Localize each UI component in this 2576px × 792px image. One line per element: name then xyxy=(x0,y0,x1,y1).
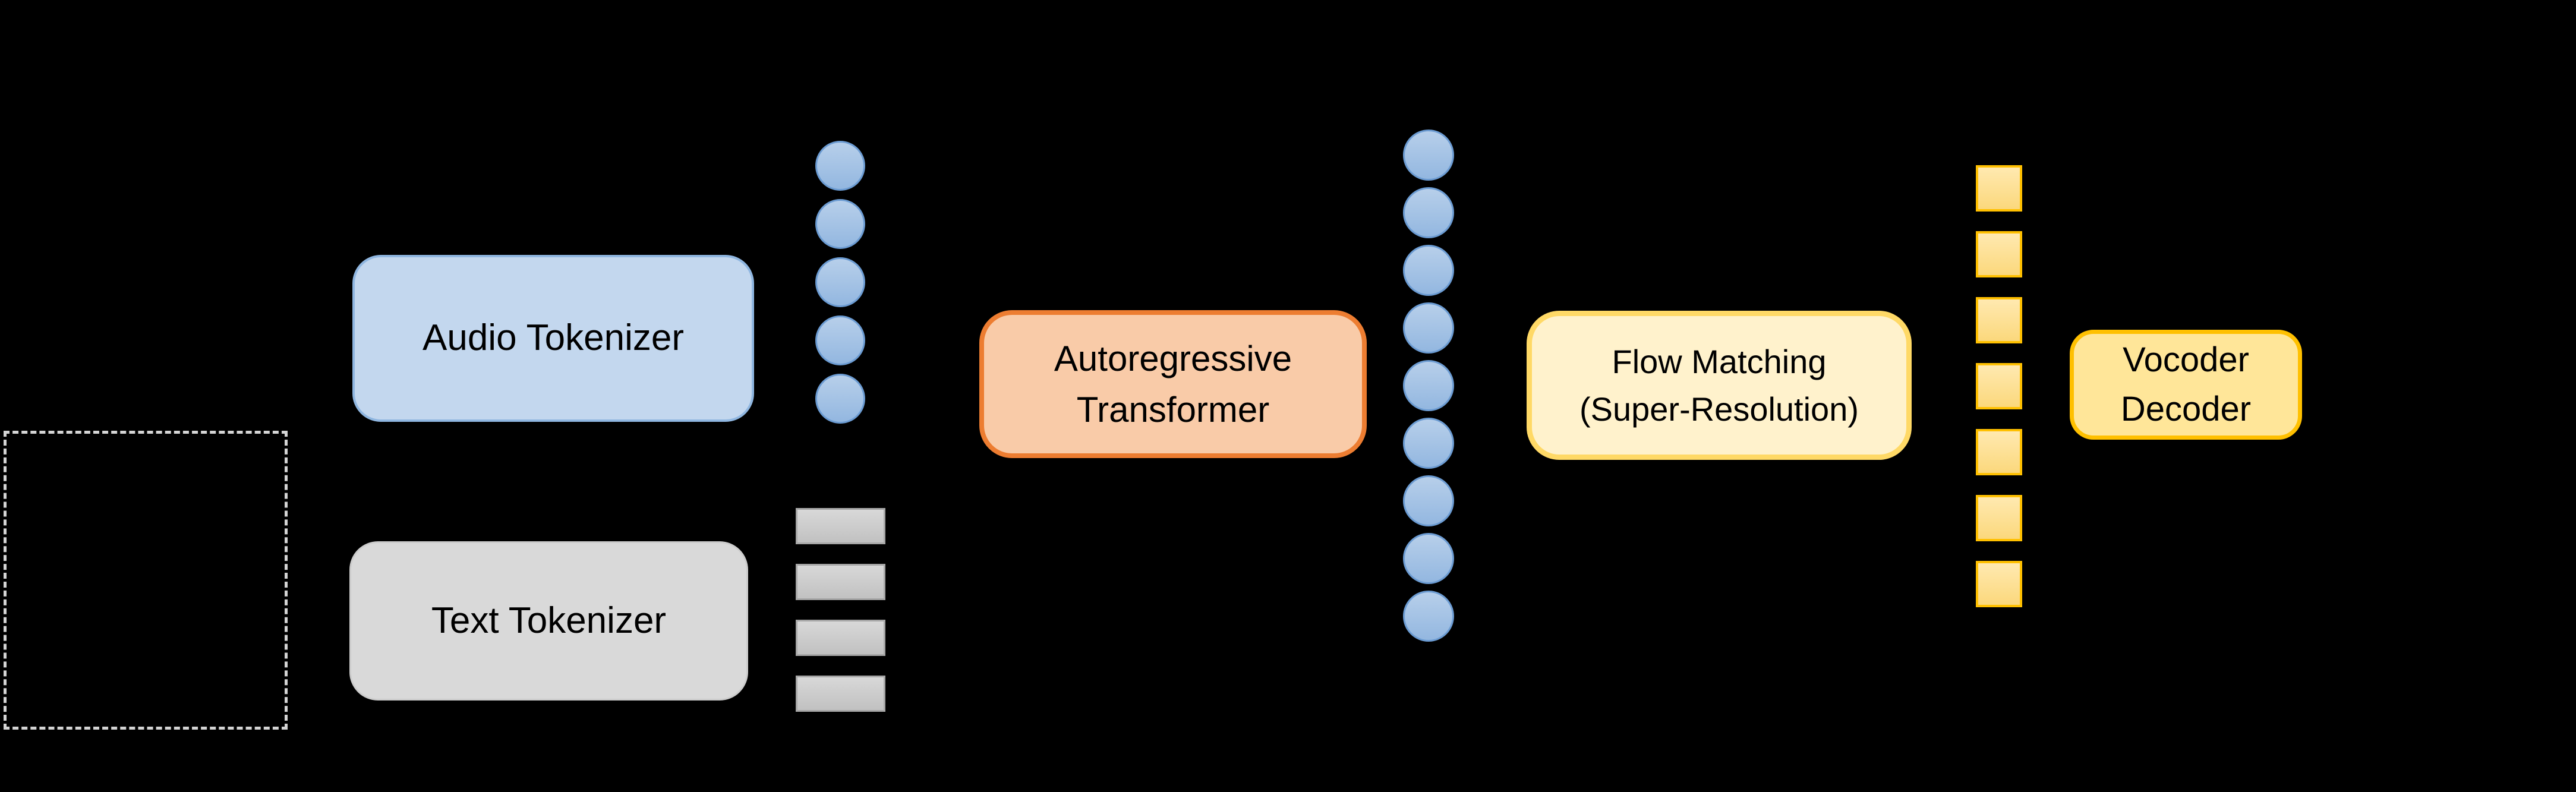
feature-tokens-item xyxy=(1976,495,2022,541)
vocoder-decoder-label-line2: Decoder xyxy=(2120,389,2252,428)
text-tokens-item xyxy=(796,620,885,656)
feature-tokens-item xyxy=(1976,231,2022,277)
generated-tokens-item xyxy=(1403,187,1454,238)
feature-tokens-item xyxy=(1976,297,2022,343)
flow-matching-node: Flow Matching (Super-Resolution) xyxy=(1527,311,1912,460)
autoregressive-transformer-label-line2: Transformer xyxy=(1076,389,1270,430)
generated-tokens-item xyxy=(1403,533,1454,584)
generated-tokens-item xyxy=(1403,245,1454,296)
text-tokenizer-node: Text Tokenizer xyxy=(349,541,748,701)
generated-tokens-item xyxy=(1403,591,1454,642)
audio-tokens-item xyxy=(815,315,865,365)
feature-tokens-item xyxy=(1976,363,2022,409)
audio-tokenizer-label: Audio Tokenizer xyxy=(422,317,685,359)
text-tokens-item xyxy=(796,676,885,712)
flow-matching-label-line2: (Super-Resolution) xyxy=(1579,390,1859,428)
feature-token-column xyxy=(1976,165,2022,607)
vocoder-decoder-node: Vocoder Decoder xyxy=(2070,330,2302,440)
generated-tokens-item xyxy=(1403,418,1454,469)
feature-tokens-item xyxy=(1976,165,2022,212)
audio-token-column xyxy=(815,141,865,424)
generated-tokens-item xyxy=(1403,360,1454,411)
generated-tokens-item xyxy=(1403,475,1454,526)
text-tokens-item xyxy=(796,508,885,544)
audio-tokens-item xyxy=(815,374,865,424)
audio-tokens-item xyxy=(815,199,865,249)
generated-audio-token-column xyxy=(1403,130,1454,642)
reference-input-dashed-box xyxy=(4,431,288,730)
audio-tokenizer-node: Audio Tokenizer xyxy=(352,255,754,422)
text-tokens-item xyxy=(796,564,885,600)
text-token-column xyxy=(796,508,885,712)
text-tokenizer-label: Text Tokenizer xyxy=(431,599,667,641)
flow-matching-label-line1: Flow Matching xyxy=(1612,342,1827,380)
feature-tokens-item xyxy=(1976,561,2022,607)
autoregressive-transformer-label-line1: Autoregressive xyxy=(1054,339,1292,379)
generated-tokens-item xyxy=(1403,130,1454,181)
generated-tokens-item xyxy=(1403,302,1454,354)
vocoder-decoder-label-line1: Vocoder xyxy=(2123,340,2249,380)
audio-tokens-item xyxy=(815,141,865,191)
autoregressive-transformer-node: Autoregressive Transformer xyxy=(979,310,1367,458)
audio-tokens-item xyxy=(815,257,865,307)
feature-tokens-item xyxy=(1976,429,2022,475)
